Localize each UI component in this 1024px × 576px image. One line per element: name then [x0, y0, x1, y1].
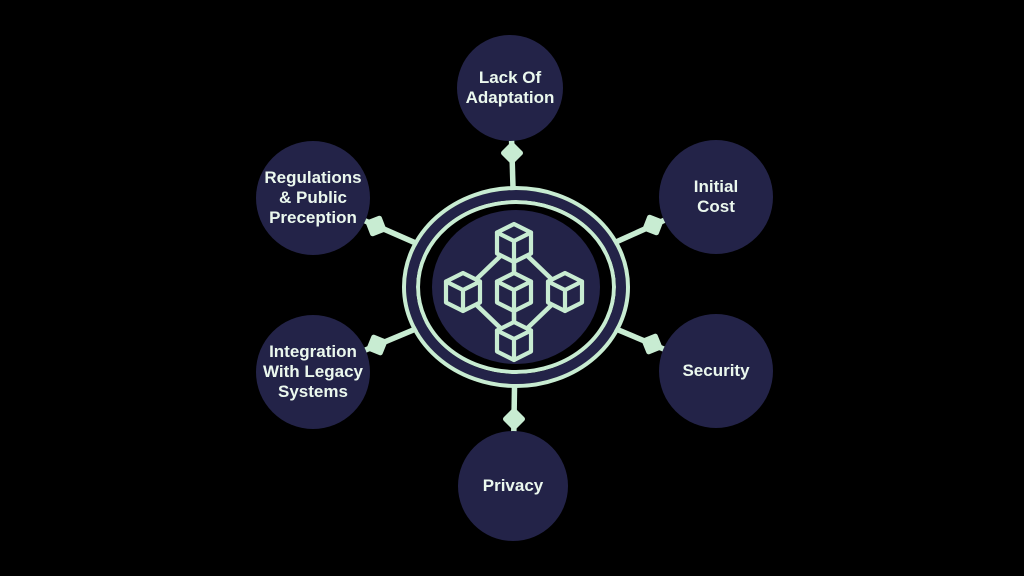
node-label-line: Security	[682, 360, 750, 380]
node-label: Privacy	[483, 476, 544, 496]
hub-ring-inner	[416, 200, 616, 374]
node-label-line: Regulations	[264, 167, 362, 187]
cube-icon-right	[548, 273, 582, 311]
connector-diamond-bottom-right	[641, 333, 663, 355]
node-label-line: Cost	[697, 197, 735, 216]
node-label: Integration With Legacy Systems	[263, 342, 363, 402]
connector-diamond-bottom	[503, 408, 525, 430]
connector-diamonds	[365, 142, 664, 430]
node-lack-of-adaptation: Lack Of Adaptation	[457, 35, 563, 141]
cube-icon-center	[497, 273, 531, 311]
blockchain-network-icon	[446, 224, 582, 360]
node-label: Lack Of Adaptation	[466, 68, 555, 108]
hub-ring-outer	[402, 186, 630, 388]
node-label: Regulations & Public Preception	[264, 168, 361, 228]
node-regulations-public-preception: Regulations & Public Preception	[256, 141, 370, 255]
hub	[402, 186, 630, 388]
node-label-line: With Legacy	[263, 361, 363, 381]
node-label-line: Privacy	[482, 475, 544, 495]
cube-icon-top	[497, 224, 531, 262]
node-label-line: Integration	[269, 341, 357, 361]
connector-diamond-top-left	[365, 215, 387, 237]
node-label: Initial Cost	[694, 177, 738, 217]
connector-diamond-top-right	[642, 214, 664, 236]
node-initial-cost: Initial Cost	[659, 140, 773, 254]
node-integration-with-legacy-systems: Integration With Legacy Systems	[256, 315, 370, 429]
cube-icon-left	[446, 273, 480, 311]
node-label: Security	[682, 361, 749, 381]
node-label-line: Initial	[693, 176, 739, 196]
cube-icon-bottom	[497, 322, 531, 360]
node-label-line: Adaptation	[465, 88, 555, 107]
hub-ring-band	[406, 190, 626, 384]
node-privacy: Privacy	[458, 431, 568, 541]
node-label-line: & Public	[278, 187, 347, 207]
node-security: Security	[659, 314, 773, 428]
connector-diamond-top	[501, 142, 523, 164]
node-label-line: Lack Of	[478, 67, 542, 87]
node-label-line: Preception	[269, 208, 357, 228]
node-label-line: Systems	[278, 382, 348, 402]
connector-diamond-bottom-left	[366, 334, 388, 356]
